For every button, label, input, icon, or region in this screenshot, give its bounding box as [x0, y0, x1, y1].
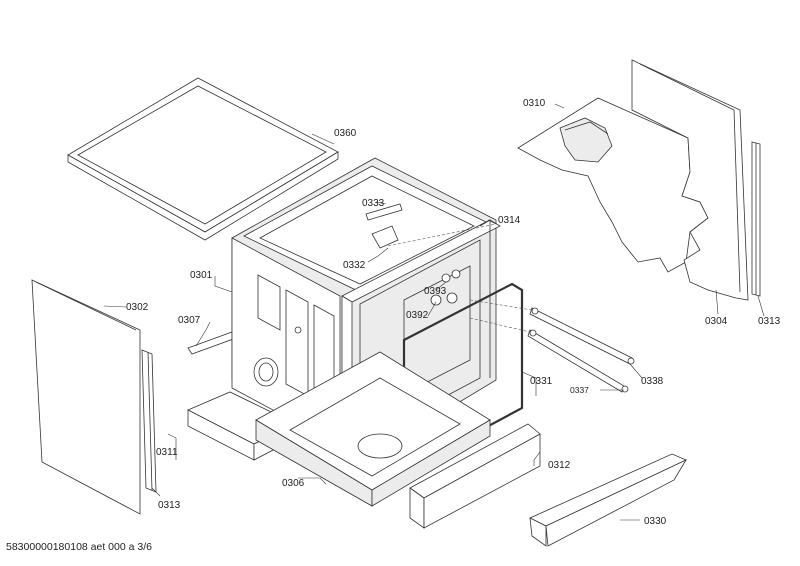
label-0310: 0310	[523, 98, 546, 109]
label-0331: 0331	[530, 376, 553, 387]
part-side-panel-left	[31, 279, 141, 515]
part-front-plinth	[529, 453, 688, 547]
label-0314: 0314	[498, 215, 521, 226]
label-0301: 0301	[190, 270, 213, 281]
label-0393: 0393	[424, 286, 447, 297]
label-0392: 0392	[406, 310, 429, 321]
label-0311: 0311	[156, 447, 178, 458]
label-0332: 0332	[343, 260, 366, 271]
label-0330: 0330	[644, 516, 667, 527]
part-labels: 0360 0310 0333 0314 0301 0332 0393 0302 …	[126, 98, 781, 527]
label-0312: 0312	[548, 460, 571, 471]
diagram-reference-code: 58300000180108 aet 000 a 3/6	[6, 541, 152, 553]
leader-lines	[103, 103, 765, 521]
part-worktop	[67, 77, 339, 241]
label-0307: 0307	[178, 315, 201, 326]
label-0338: 0338	[641, 376, 664, 387]
label-0306: 0306	[282, 478, 305, 489]
label-0304: 0304	[705, 316, 728, 327]
part-side-strip-right	[751, 141, 761, 297]
part-base-tray	[255, 351, 491, 507]
label-0302: 0302	[126, 302, 149, 313]
label-0360: 0360	[334, 128, 357, 139]
part-rails	[469, 299, 635, 393]
part-plinth-right	[409, 423, 541, 529]
label-0333: 0333	[362, 198, 385, 209]
label-0313-right: 0313	[758, 316, 781, 327]
label-0313-left: 0313	[158, 500, 181, 511]
part-side-strip-left	[141, 349, 157, 493]
part-main-frame	[231, 157, 501, 451]
part-rear-panel	[631, 59, 749, 301]
part-side-bar	[187, 331, 237, 355]
label-0337: 0337	[570, 385, 589, 395]
